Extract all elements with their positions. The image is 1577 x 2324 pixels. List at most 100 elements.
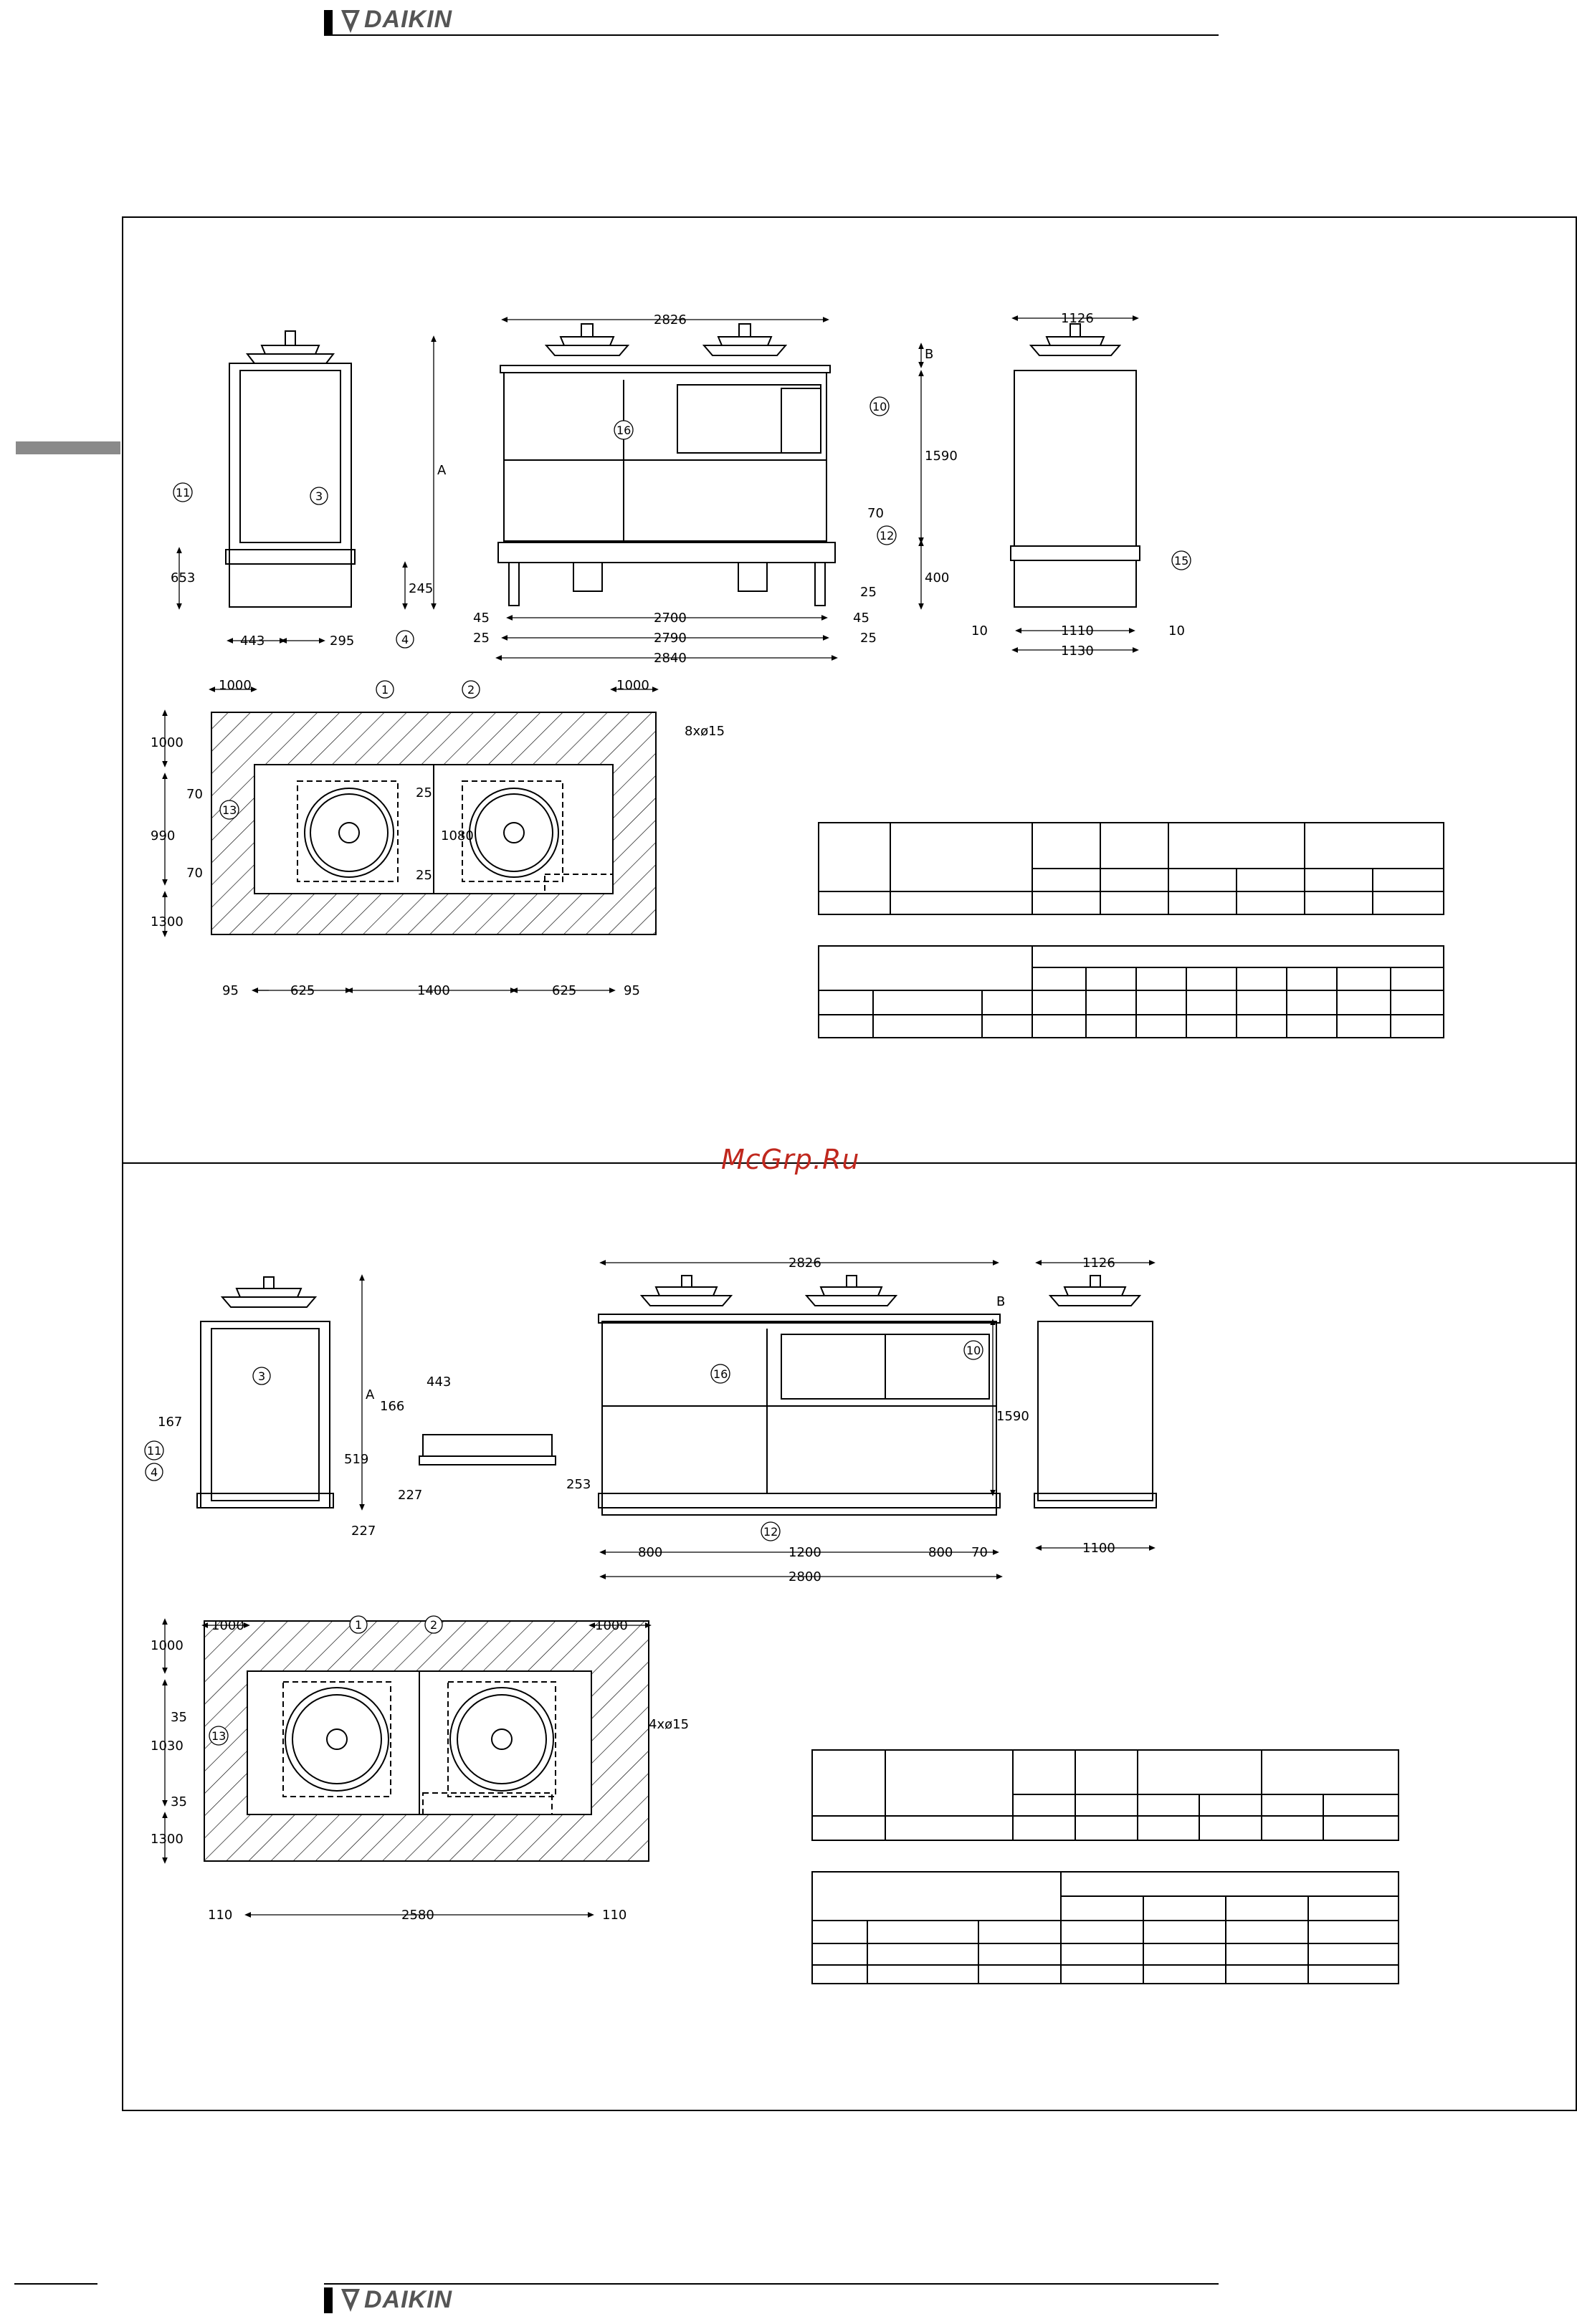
- top-dim-1590: 1590: [925, 449, 958, 464]
- bottom-callout-13: 13: [211, 1729, 226, 1743]
- watermark-text: McGrp.Ru: [721, 1144, 860, 1175]
- top-dim-10a: 10: [971, 623, 988, 639]
- top-dim-25c: 25: [860, 585, 877, 600]
- bottom-dim-227b: 227: [398, 1488, 422, 1503]
- top-callout-1: 1: [381, 683, 389, 697]
- bottom-dim-1200: 1200: [788, 1545, 821, 1560]
- bottom-dim-1590: 1590: [996, 1409, 1029, 1424]
- top-dim-443: 443: [240, 633, 265, 649]
- bottom-plan-110b: 110: [602, 1908, 626, 1923]
- top-plan-1300: 1300: [151, 914, 184, 929]
- top-callout-11: 11: [176, 486, 190, 499]
- bottom-dim-519: 519: [344, 1452, 368, 1467]
- top-plan-95a: 95: [222, 983, 239, 998]
- bottom-plan-35b: 35: [171, 1794, 187, 1809]
- bottom-dim-1100: 1100: [1082, 1541, 1115, 1556]
- footer-rule: [324, 2283, 1219, 2285]
- top-callout-15: 15: [1174, 554, 1188, 568]
- top-plan-holes: 8xø15: [685, 724, 725, 739]
- bottom-dim-166: 166: [380, 1399, 404, 1414]
- top-plan-70b: 70: [186, 866, 203, 881]
- footer-brand: DAIKIN: [364, 2286, 453, 2313]
- bottom-plan-1000a: 1000: [211, 1618, 244, 1633]
- top-dim-2790: 2790: [654, 631, 687, 646]
- top-callout-13: 13: [222, 803, 237, 817]
- bottom-dim-b: B: [996, 1294, 1005, 1309]
- top-dim-depth: 1126: [1061, 311, 1094, 326]
- bottom-callout-16: 16: [713, 1367, 728, 1381]
- bottom-dim-253: 253: [566, 1477, 591, 1492]
- bottom-callout-2: 2: [430, 1618, 437, 1632]
- daikin-logo-icon: [340, 9, 361, 34]
- top-plan-70a: 70: [186, 787, 203, 802]
- bottom-dim-227a: 227: [351, 1524, 376, 1539]
- bottom-plan-1000c: 1000: [151, 1638, 184, 1653]
- header-brand: DAIKIN: [364, 6, 453, 33]
- top-callout-3: 3: [315, 489, 323, 503]
- top-dim-1110: 1110: [1061, 623, 1094, 639]
- bottom-callout-1: 1: [355, 1618, 362, 1632]
- bottom-plan-1000b: 1000: [595, 1618, 628, 1633]
- bottom-dim-overall-width: 2826: [788, 1256, 821, 1271]
- header-rule: [324, 34, 1219, 36]
- bottom-plan-1030: 1030: [151, 1739, 184, 1754]
- top-plan-25b: 25: [416, 868, 432, 883]
- top-plan-95b: 95: [624, 983, 640, 998]
- top-dim-25b: 25: [860, 631, 877, 646]
- top-dim-2840: 2840: [654, 651, 687, 666]
- top-plan-25a: 25: [416, 785, 432, 800]
- bottom-plan-110a: 110: [208, 1908, 232, 1923]
- bottom-callout-4: 4: [151, 1465, 158, 1479]
- top-dim-overall-width: 2826: [654, 312, 687, 327]
- bottom-technical-drawing: 2826 1126 A B 167 519 227 166 443 227 25…: [144, 1256, 1399, 1984]
- bottom-dim-2800: 2800: [788, 1569, 821, 1584]
- header-brand-bar: [324, 10, 333, 36]
- top-callout-2: 2: [467, 683, 475, 697]
- top-callout-4: 4: [401, 633, 409, 646]
- bottom-callout-12: 12: [763, 1525, 778, 1539]
- top-technical-drawing: 2826 1126 A B 653 245 443 2 95 1590 400 7…: [151, 311, 1444, 1038]
- bottom-plan-2580: 2580: [401, 1908, 434, 1923]
- top-dim-45b: 45: [853, 611, 870, 626]
- top-callout-12: 12: [880, 529, 894, 542]
- bottom-callout-10: 10: [966, 1344, 981, 1357]
- bottom-dim-800b: 800: [928, 1545, 953, 1560]
- bottom-dim-443: 443: [427, 1374, 451, 1390]
- top-plan-1000a: 1000: [219, 678, 252, 693]
- top-plan-1000c: 1000: [151, 735, 184, 750]
- top-dim-height-a: A: [437, 463, 447, 478]
- bottom-plan-1300: 1300: [151, 1832, 184, 1847]
- side-tab: [16, 441, 120, 454]
- top-dim-245: 245: [409, 581, 433, 596]
- bottom-callout-11: 11: [147, 1444, 161, 1458]
- top-dim-2700: 2700: [654, 611, 687, 626]
- bottom-dim-167: 167: [158, 1415, 182, 1430]
- bottom-plan-35a: 35: [171, 1710, 187, 1725]
- top-plan-625b: 625: [552, 983, 576, 998]
- top-plan-1080: 1080: [441, 828, 474, 843]
- bottom-plan-holes: 4xø15: [649, 1717, 689, 1732]
- daikin-logo-icon: [340, 2287, 361, 2313]
- top-dim-400: 400: [925, 570, 949, 585]
- bottom-drawing-frame: [122, 1162, 1577, 2111]
- top-dim-25a: 25: [473, 631, 490, 646]
- bottom-dim-800a: 800: [638, 1545, 662, 1560]
- top-plan-990: 990: [151, 828, 175, 843]
- top-callout-10: 10: [872, 400, 887, 413]
- bottom-dim-height-a: A: [366, 1387, 375, 1402]
- top-dim-1130: 1130: [1061, 644, 1094, 659]
- top-callout-16: 16: [616, 424, 631, 437]
- bottom-dim-depth: 1126: [1082, 1256, 1115, 1271]
- top-plan-1400: 1400: [417, 983, 450, 998]
- bottom-dim-70: 70: [971, 1545, 988, 1560]
- bottom-callout-3: 3: [258, 1369, 265, 1383]
- top-dim-45a: 45: [473, 611, 490, 626]
- top-dim-70: 70: [867, 506, 884, 521]
- footer-left-rule: [14, 2283, 97, 2285]
- footer-brand-bar: [324, 2287, 333, 2313]
- top-dim-b: B: [925, 347, 933, 362]
- top-dim-653: 653: [171, 570, 195, 585]
- top-dim-10b: 10: [1168, 623, 1185, 639]
- top-plan-1000b: 1000: [616, 678, 649, 693]
- top-plan-625a: 625: [290, 983, 315, 998]
